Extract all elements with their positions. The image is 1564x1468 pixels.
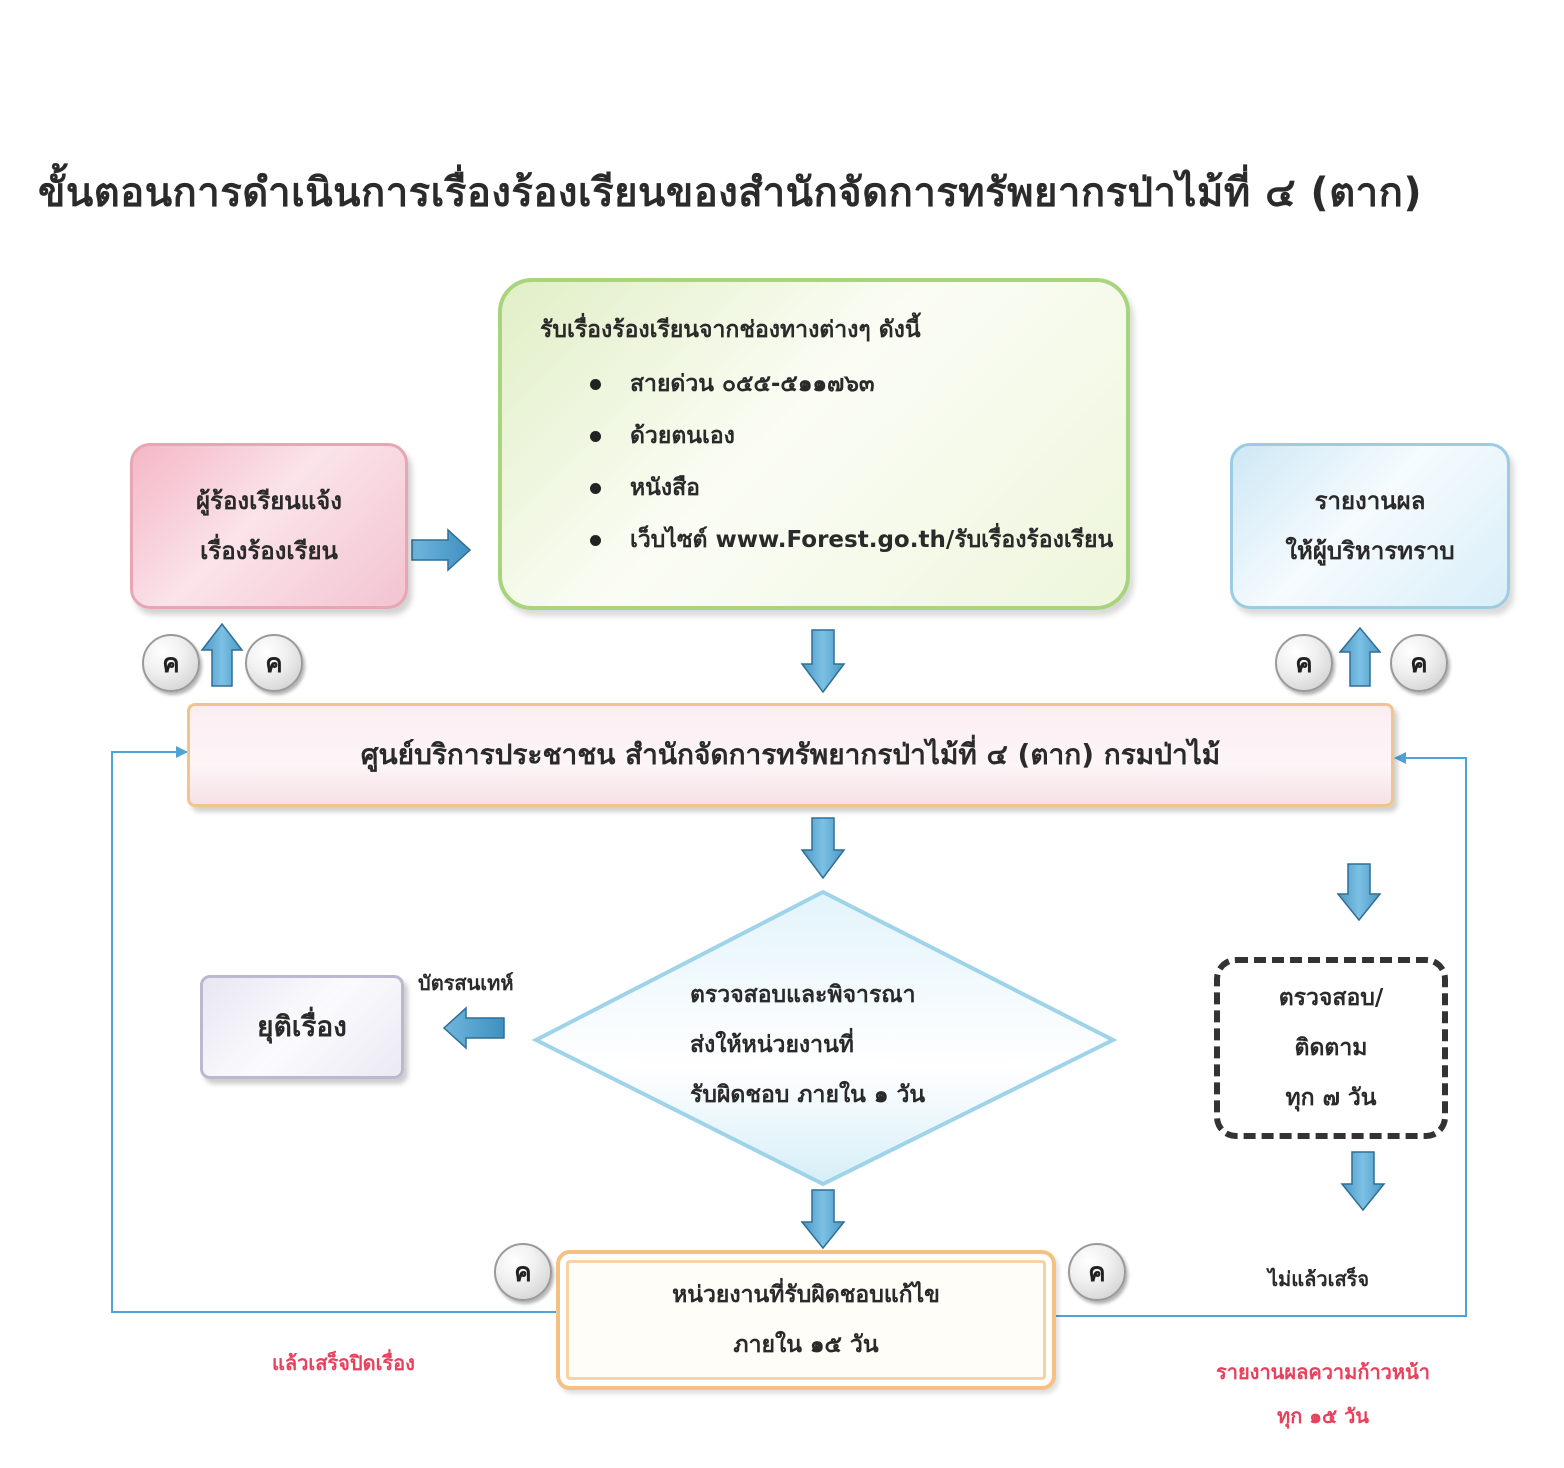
service-center-label: ศูนย์บริการประชาชน สำนักจัดการทรัพยากรป่… [360,738,1221,771]
clock-icon: ค [142,634,200,692]
page-title: ขั้นตอนการดำเนินการเรื่องร้องเรียนของสำน… [38,170,1423,216]
service-center-box: ศูนย์บริการประชาชน สำนักจัดการทรัพยากรป่… [187,703,1394,807]
progress-line-1: รายงานผลความก้าวหน้า [1215,1360,1430,1384]
clock-icon: ค [494,1243,552,1301]
arrow-down-icon [1336,863,1382,922]
arrow-down-icon [1340,1151,1386,1212]
decision-line-2: ส่งให้หน่วยงานที่ [690,1032,854,1058]
close-case-label: ยุติเรื่อง [257,1010,347,1043]
feedback-line-left [111,746,556,1313]
decision-line-3: รับผิดชอบ ภายใน ๑ วัน [690,1082,926,1108]
channels-box: รับเรื่องร้องเรียนจากช่องทางต่างๆ ดังนี้… [498,278,1130,610]
progress-report-label: รายงานผลความก้าวหน้า ทุก ๑๕ วัน [1208,1350,1438,1438]
close-case-box: ยุติเรื่อง [200,975,404,1079]
responsible-unit-box: หน่วยงานที่รับผิดชอบแก้ไข ภายใน ๑๕ วัน [556,1250,1056,1390]
responsible-unit-line-2: ภายใน ๑๕ วัน [733,1332,879,1358]
followup-line-2: ติดตาม [1294,1035,1368,1061]
clock-icon: ค [1390,634,1448,692]
decision-line-1: ตรวจสอบและพิจารณา [690,982,916,1008]
clock-icon: ค [1275,634,1333,692]
arrow-down-icon [800,629,846,694]
channel-item-hotline: สายด่วน ๐๕๕-๕๑๑๗๖๓ [540,362,1113,414]
channels-list: สายด่วน ๐๕๕-๕๑๑๗๖๓ ด้วยตนเอง หนังสือ เว็… [540,362,1113,570]
arrow-left-icon [442,1006,505,1050]
clock-icon: ค [1068,1243,1126,1301]
arrow-down-icon [800,1189,846,1250]
followup-line-1: ตรวจสอบ/ [1278,985,1384,1011]
done-close-label: แล้วเสร็จปิดเรื่อง [272,1351,415,1375]
anonymous-letter-label: บัตรสนเทห์ [418,971,514,995]
followup-box: ตรวจสอบ/ ติดตาม ทุก ๗ วัน [1214,957,1448,1139]
complainant-line-1: ผู้ร้องเรียนแจ้ง [196,487,342,515]
report-line-1: รายงานผล [1314,487,1426,515]
decision-diamond [531,889,1118,1187]
not-done-label: ไม่แล้วเสร็จ [1268,1267,1370,1291]
channel-item-in-person: ด้วยตนเอง [540,414,1113,466]
channel-item-website: เว็บไซต์ www.Forest.go.th/รับเรื่องร้องเ… [540,518,1113,570]
feedback-line-right [1056,752,1467,1317]
channel-item-letter: หนังสือ [540,466,1113,518]
arrow-up-icon [1338,626,1382,687]
followup-line-3: ทุก ๗ วัน [1285,1085,1377,1111]
channels-heading: รับเรื่องร้องเรียนจากช่องทางต่างๆ ดังนี้ [540,317,921,343]
progress-line-2: ทุก ๑๕ วัน [1277,1404,1369,1428]
report-line-2: ให้ผู้บริหารทราบ [1285,537,1455,565]
decision-text: ตรวจสอบและพิจารณา ส่งให้หน่วยงานที่ รับผ… [690,970,990,1120]
arrow-down-icon [800,817,846,880]
responsible-unit-line-1: หน่วยงานที่รับผิดชอบแก้ไข [672,1282,940,1308]
complainant-box: ผู้ร้องเรียนแจ้ง เรื่องร้องเรียน [130,443,408,609]
complainant-line-2: เรื่องร้องเรียน [200,537,338,565]
report-box: รายงานผล ให้ผู้บริหารทราบ [1230,443,1510,609]
arrow-right-icon [411,528,472,572]
arrow-up-icon [200,622,244,687]
clock-icon: ค [245,634,303,692]
